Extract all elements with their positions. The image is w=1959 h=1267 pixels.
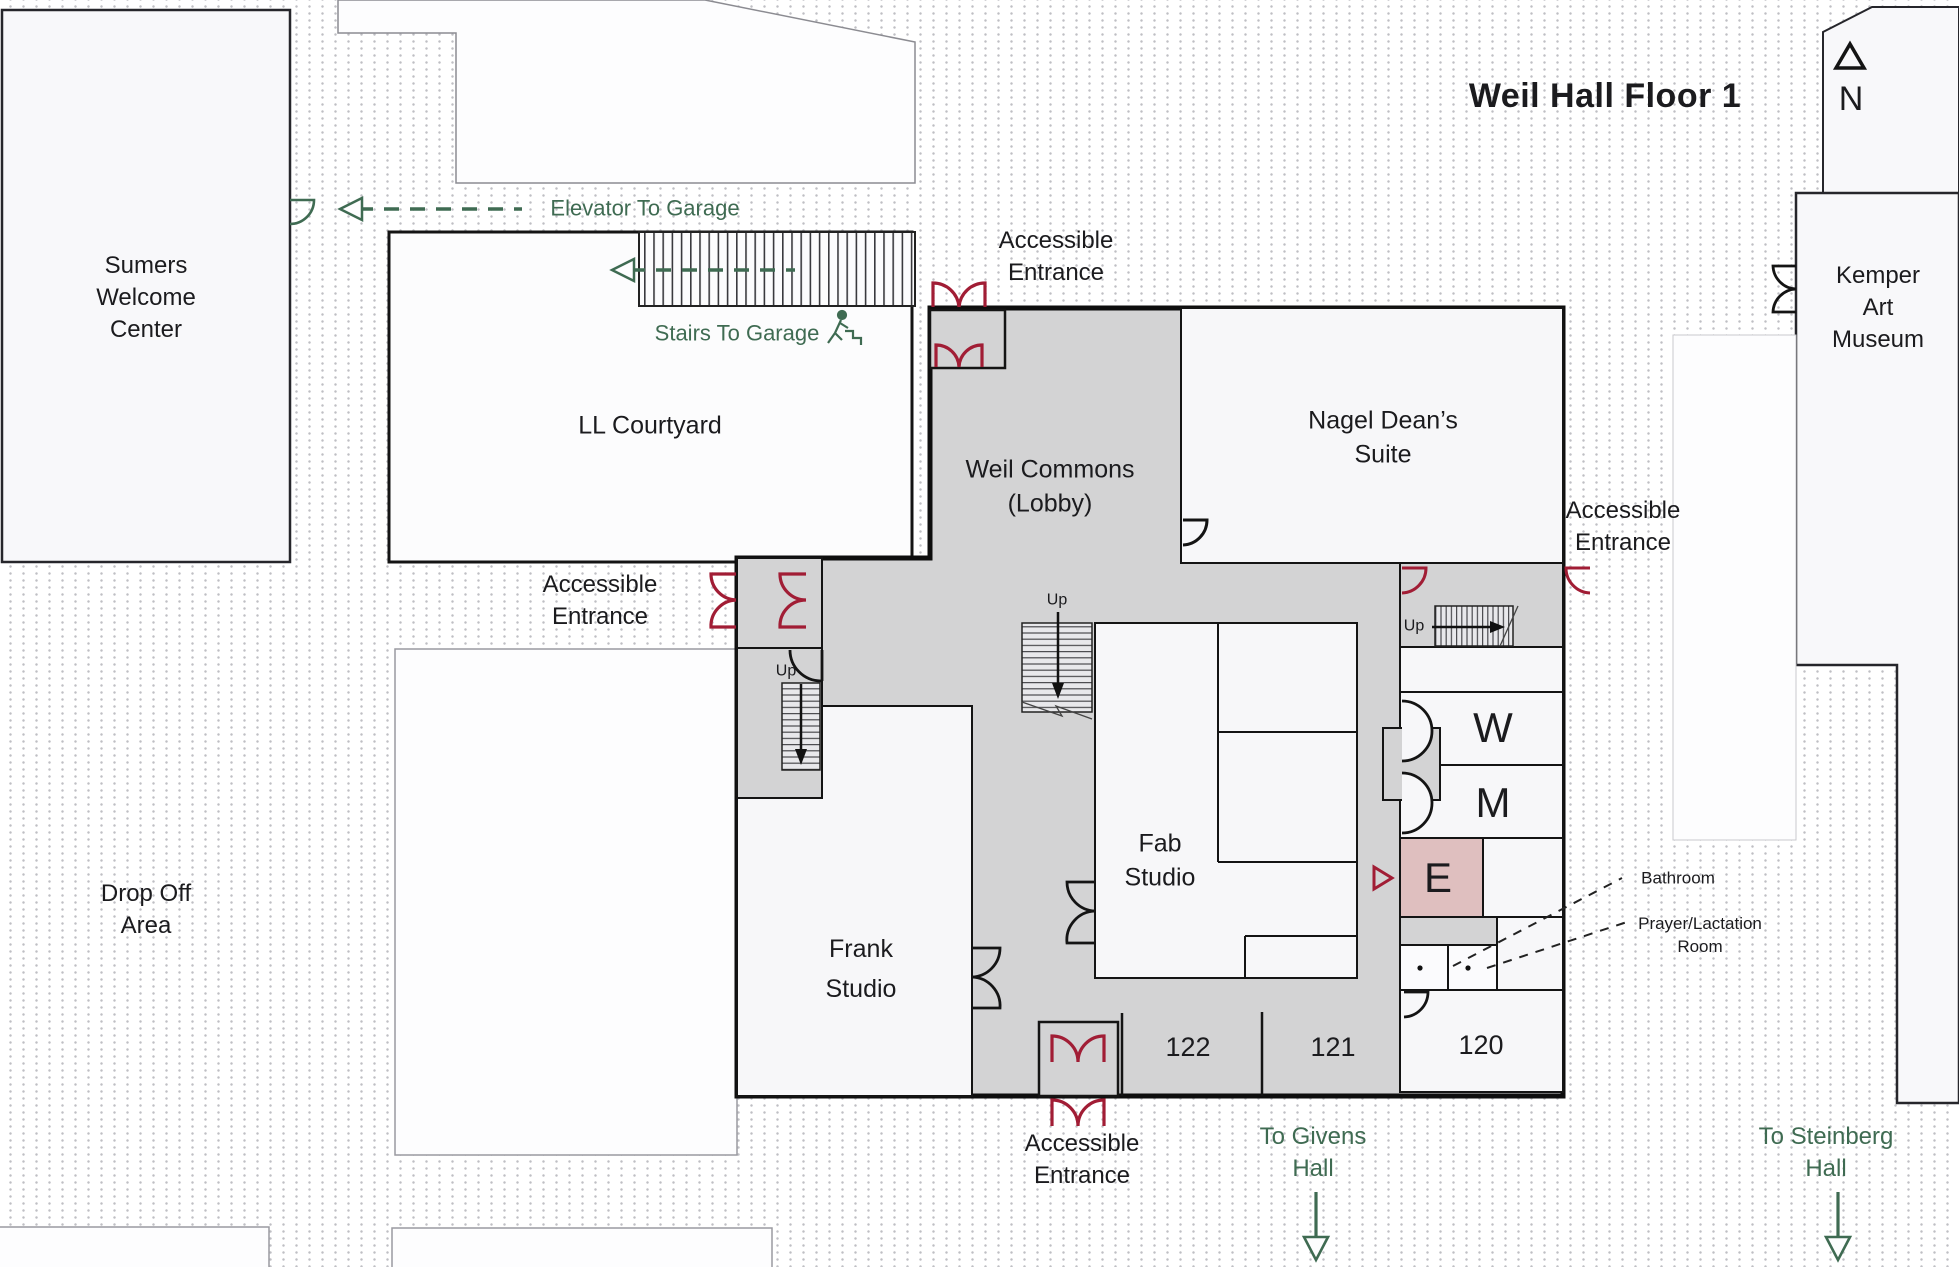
stairs-to-garage-label: Stairs To Garage [654, 320, 820, 346]
right-stairs-arrowhead [1490, 621, 1505, 633]
west-stair-room-door-swing [788, 649, 824, 683]
fab-studio-partitions [1217, 623, 1357, 978]
west-entrance-outer-door [709, 572, 737, 629]
mens-restroom-door-swing [1401, 771, 1434, 835]
right-stairs-break [1499, 605, 1519, 647]
ll-courtyard-label: LL Courtyard [578, 411, 722, 440]
weil-commons-label: Weil Commons (Lobby) [965, 455, 1135, 518]
accessible-entrance-east-label: Accessible Entrance [1565, 496, 1681, 556]
elevator-label: E [1423, 853, 1453, 901]
north-entrance-vestibule [928, 308, 1007, 370]
compass-north-label: N [1838, 80, 1864, 119]
north-entrance-outer-door [931, 281, 987, 308]
page-title: Weil Hall Floor 1 [1468, 77, 1742, 116]
room-below-right [1496, 916, 1564, 991]
room-120-door-swing [1403, 990, 1430, 1019]
west-stairs-arrowhead [795, 749, 807, 765]
bathroom-door-dot [1417, 965, 1423, 971]
to-steinberg-hall-label: To Steinberg Hall [1758, 1122, 1894, 1182]
east-entrance-inner-door-swing [1401, 566, 1428, 595]
prayer-room-callout-line [1486, 921, 1628, 969]
north-arrow-icon [1832, 40, 1868, 70]
nagel-suite-door-swing [1182, 518, 1209, 547]
up-label-east: Up [1403, 617, 1425, 635]
sumers-welcome-center-building [0, 8, 292, 564]
nagel-deans-suite-room [1180, 307, 1564, 564]
east-entrance-outer-door-swing [1564, 566, 1591, 595]
to-steinberg-arrowhead [1823, 1235, 1853, 1263]
to-givens-hall-label: To Givens Hall [1259, 1122, 1367, 1182]
room-right-of-elevator [1482, 837, 1564, 918]
frank-studio-label: Frank Studio [825, 935, 897, 1003]
to-givens-arrowhead [1301, 1235, 1331, 1263]
west-entrance-vestibule [736, 557, 823, 649]
room-121-label: 121 [1310, 1031, 1356, 1062]
room-120-label: 120 [1458, 1029, 1504, 1060]
nagel-suite-label: Nagel Dean’s Suite [1308, 406, 1458, 469]
kemper-museum-double-door [1771, 264, 1797, 314]
central-stairs-arrowhead [1052, 683, 1064, 699]
right-column-room [1399, 646, 1564, 693]
prayer-room-callout-label: Prayer/Lactation Room [1638, 914, 1762, 956]
elevator-to-garage-arrowhead [337, 195, 364, 223]
sumers-welcome-center-label: Sumers Welcome Center [96, 251, 196, 344]
elevator-room [1399, 837, 1484, 918]
west-building-outline [394, 648, 738, 1156]
accessible-entrance-south-label: Accessible Entrance [1024, 1129, 1140, 1189]
bathroom-callout-label: Bathroom [1641, 868, 1715, 888]
person-stairs-icon [827, 309, 863, 345]
south-entrance-inner-door [1050, 1034, 1106, 1063]
frank-studio-double-door [971, 946, 1002, 1010]
room-122-label: 122 [1165, 1031, 1211, 1062]
central-stairs-break [1021, 701, 1093, 720]
up-label-central: Up [1046, 591, 1068, 609]
room-partition-walls [1120, 1012, 1264, 1096]
elevator-to-garage-label: Elevator To Garage [550, 195, 740, 221]
elevator-marker-triangle [1372, 864, 1395, 892]
museum-plaza-area [1672, 334, 1797, 841]
corridor-strip [1399, 916, 1498, 946]
womens-restroom-label: W [1473, 703, 1513, 751]
bathroom-callout-line [1452, 877, 1623, 967]
garage-elevator-door-swing [289, 198, 316, 226]
kemper-art-museum-label: Kemper Art Museum [1831, 261, 1925, 354]
womens-restroom-door-swing [1401, 699, 1434, 763]
fab-studio-label: Fab Studio [1124, 829, 1196, 892]
room-120 [1399, 989, 1564, 1093]
stairs-to-garage-hatch [638, 231, 916, 307]
accessible-entrance-west-label: Accessible Entrance [542, 570, 658, 630]
south-building-outline [391, 1227, 773, 1267]
stairs-to-garage-arrowhead [609, 256, 636, 284]
accessible-entrance-north-label: Accessible Entrance [998, 226, 1114, 286]
north-building-outline [337, 0, 916, 184]
drop-off-area-label: Drop Off Area [100, 879, 192, 939]
prayer-room-door-dot [1465, 965, 1471, 971]
west-entrance-inner-door [778, 572, 807, 629]
south-entrance-outer-door [1050, 1098, 1106, 1127]
fab-studio-room [1094, 622, 1358, 979]
north-entrance-inner-door [934, 343, 984, 368]
mens-restroom-label: M [1475, 778, 1511, 826]
up-label-west: Up [775, 662, 797, 680]
fab-studio-double-door [1065, 880, 1096, 945]
southwest-building-outline [0, 1226, 270, 1267]
bathroom-room [1399, 944, 1449, 991]
